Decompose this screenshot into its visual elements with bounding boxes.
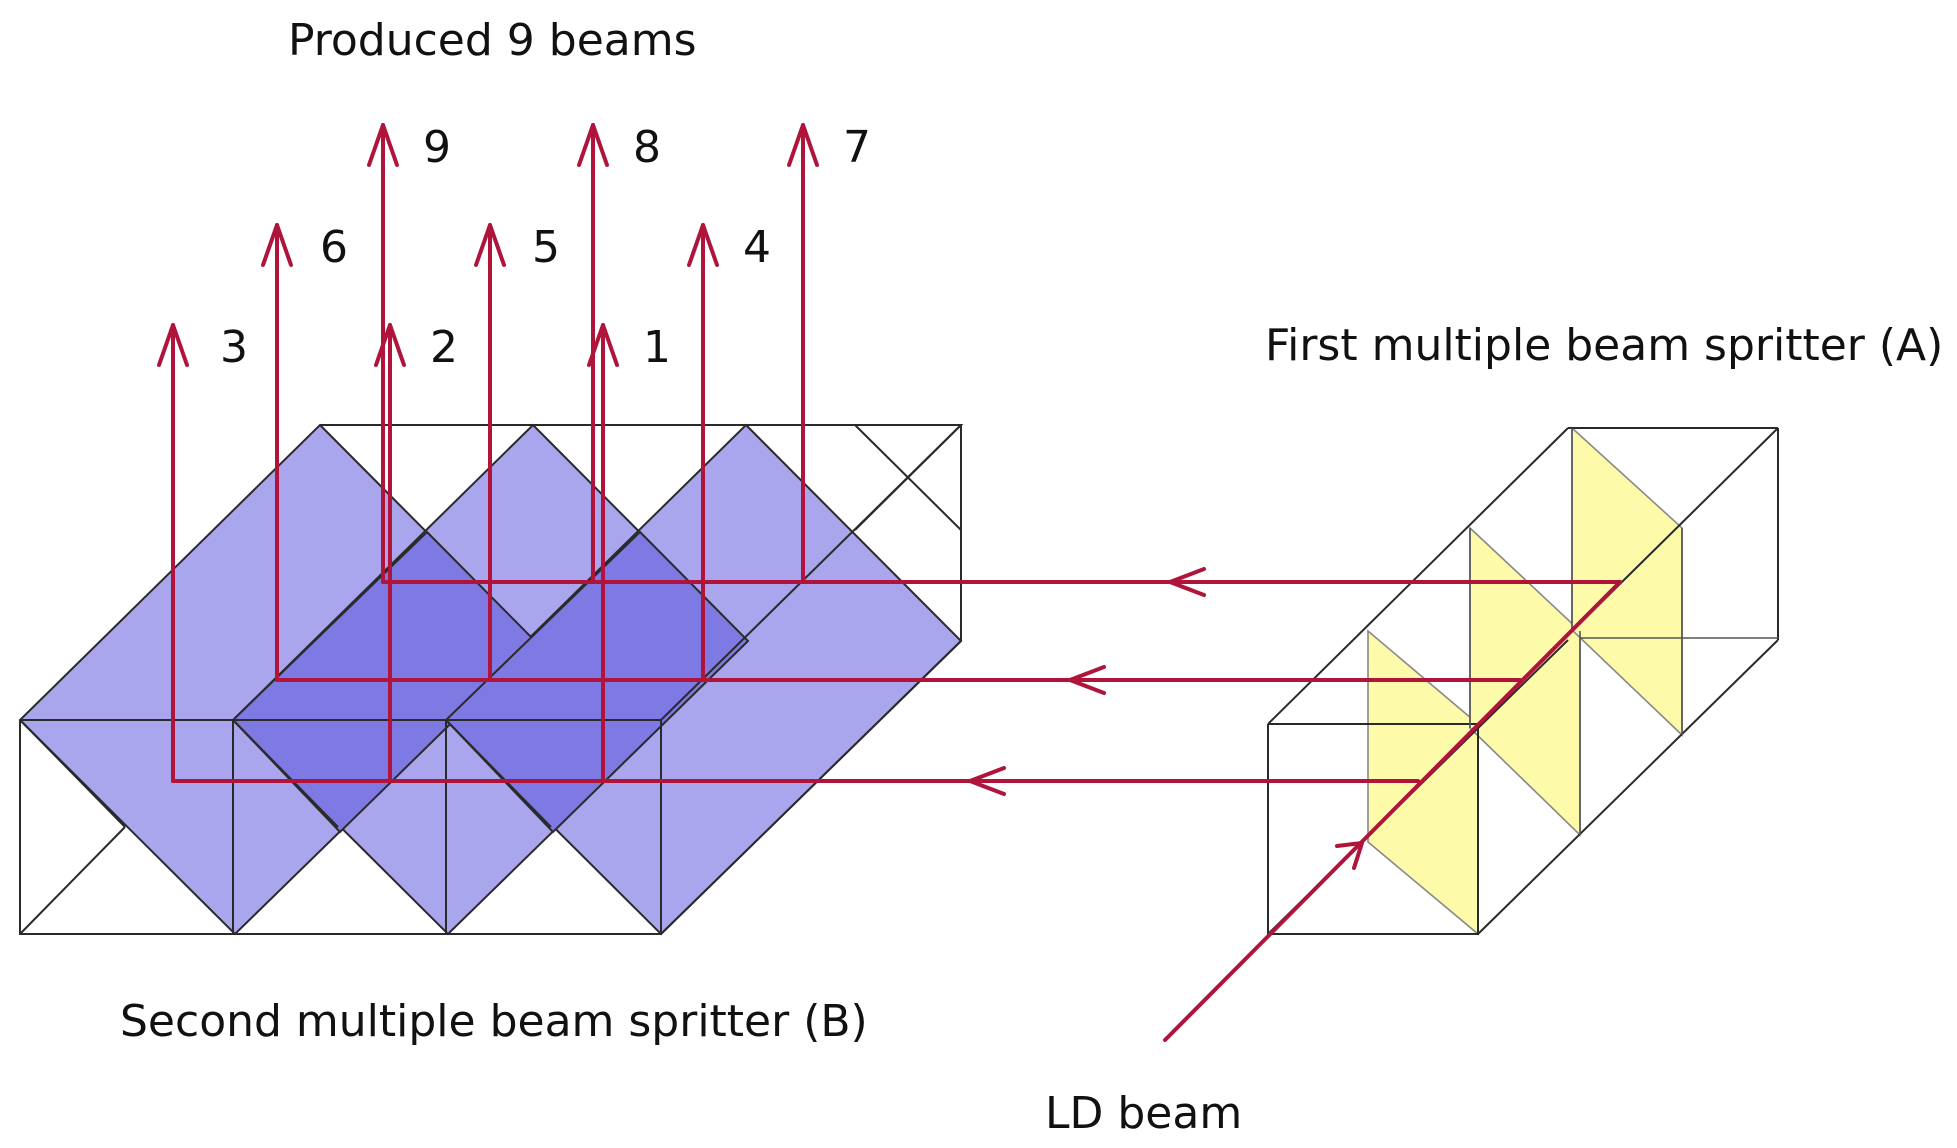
ld-beam-arrowhead (1335, 841, 1364, 870)
beam-paths (157, 123, 1622, 1042)
return-beam-low-arrow (968, 766, 1006, 796)
beam-label-5: 5 (532, 222, 560, 273)
ld-beam-label: LD beam (1045, 1088, 1242, 1139)
beam-label-9: 9 (423, 122, 451, 173)
beam-label-6: 6 (320, 222, 348, 273)
beam-label-7: 7 (843, 122, 871, 173)
produced-beams-title: Produced 9 beams (288, 15, 697, 66)
beam-label-8: 8 (633, 122, 661, 173)
beam-label-4: 4 (743, 222, 771, 273)
ld-beam-line (1163, 580, 1622, 1042)
beam-label-3: 3 (220, 322, 248, 373)
return-beam-high-arrow (1168, 567, 1206, 597)
beam-label-2: 2 (430, 322, 458, 373)
beam-number-labels: 1 2 3 4 5 6 7 8 9 (220, 122, 871, 373)
return-beam-mid-arrow (1068, 665, 1106, 695)
beam-label-1: 1 (643, 322, 671, 373)
splitter-a-label: First multiple beam spritter (A) (1265, 320, 1943, 371)
splitter-b-label: Second multiple beam spritter (B) (120, 996, 868, 1047)
first-beam-splitter-a (1267, 426, 1779, 936)
